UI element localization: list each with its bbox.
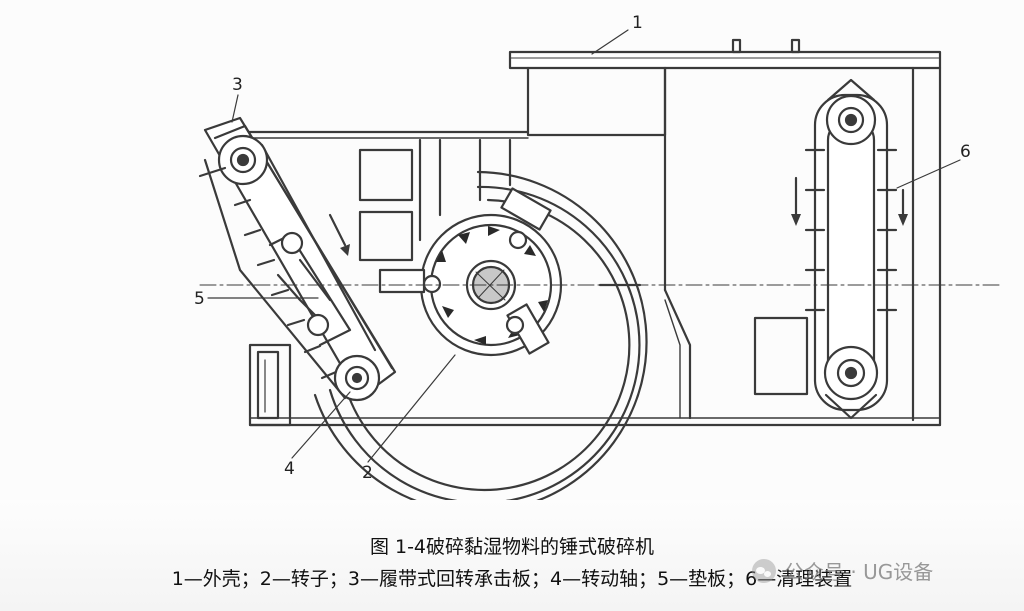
wechat-icon [752,558,776,583]
watermark-text: 公众号 · UG设备 [784,560,934,584]
hammers [378,187,552,355]
top-cover-plate [508,38,942,70]
crusher-diagram: 1 2 3 4 5 6 [194,13,1001,514]
left-support [248,343,292,427]
part-labels: 1 2 3 4 5 6 [194,13,971,483]
housing-outline [238,66,942,427]
figure-caption-legend: 1—外壳；2—转子；3—履带式回转承击板；4—转动轴；5—垫板；6—清理装置 [171,568,853,590]
crusher-drawing: 1 2 3 4 5 6 [194,13,1001,514]
cleaning-belt-6 [791,78,908,420]
watermark: 公众号 · UG设备 [752,556,933,585]
part-label-3: 3 [232,75,243,95]
part-label-4: 4 [284,459,295,479]
caption-area: 图 1-4破碎黏湿物料的锤式破碎机 1—外壳；2—转子；3—履带式回转承击板；4… [0,500,1024,611]
leader-lines [207,29,961,463]
figure-caption-title: 图 1-4破碎黏湿物料的锤式破碎机 [369,536,655,558]
backing-plate-5 [268,231,352,347]
part-label-5: 5 [194,289,205,309]
part-label-2: 2 [362,463,373,483]
part-label-1: 1 [632,13,643,33]
part-label-6: 6 [960,142,971,162]
